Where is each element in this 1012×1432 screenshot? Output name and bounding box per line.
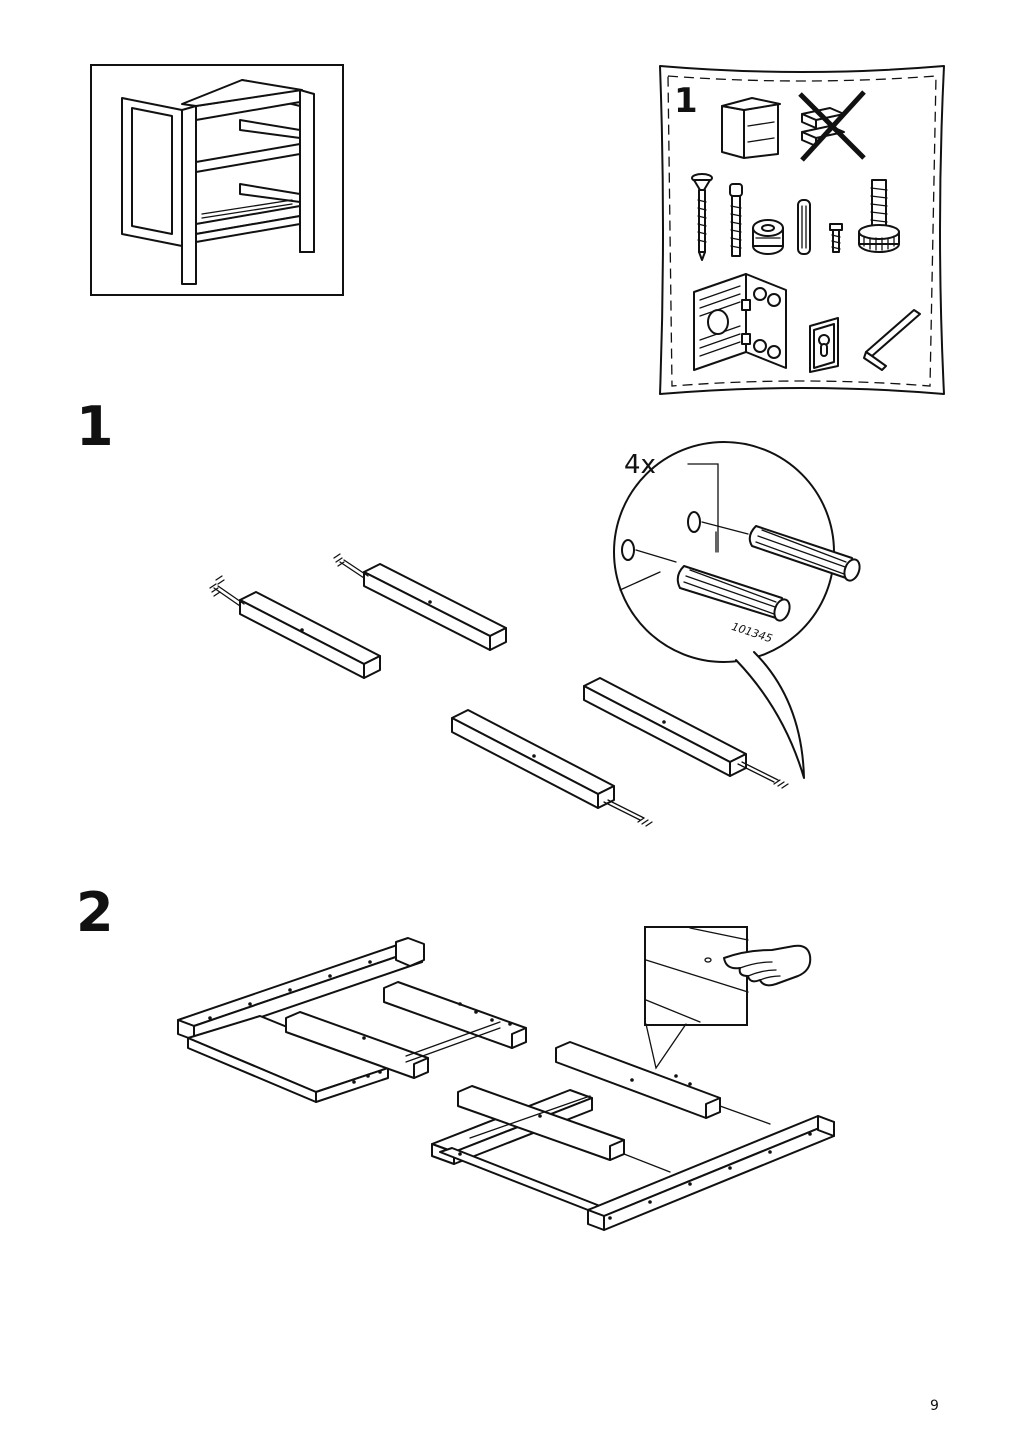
screw-icon <box>691 173 713 261</box>
inset-pointer <box>645 1023 687 1070</box>
inset-detail <box>644 926 749 1026</box>
wall-bracket-icon <box>809 317 839 373</box>
dowel-icon <box>797 199 811 255</box>
quantity-label: 4x <box>624 450 656 480</box>
cabinet-frame-icon <box>721 97 781 159</box>
rail-lower-left <box>451 709 653 827</box>
step-2-assembly-illustration <box>177 937 835 1231</box>
parts-card: 1 <box>652 60 952 400</box>
rail-upper-middle <box>333 553 507 651</box>
rail-lower-right <box>583 677 789 789</box>
overview-box <box>90 64 344 296</box>
adjustable-foot-icon <box>858 179 900 253</box>
dowel-detail-upper <box>748 525 861 582</box>
cabinet-frame-illustration <box>121 79 315 285</box>
cam-bolt-icon <box>729 183 743 257</box>
hinge-plate-icon <box>693 273 787 371</box>
step-2-number: 2 <box>76 881 114 944</box>
step-1-number: 1 <box>76 395 114 458</box>
allen-key-icon <box>863 309 921 371</box>
page-number: 9 <box>930 1398 939 1414</box>
parts-card-step-label: 1 <box>674 81 698 121</box>
inset-board-illustration <box>645 927 749 1023</box>
right-side-frame <box>431 1041 835 1231</box>
dowel-detail-lower <box>676 565 791 622</box>
no-drawers-icon <box>798 90 866 162</box>
left-side-frame <box>177 937 527 1103</box>
cam-lock-icon <box>752 219 784 255</box>
dowel-detail-callout <box>613 441 861 779</box>
rail-upper-left <box>209 575 381 679</box>
small-screw-icon <box>829 223 843 253</box>
step-1-rails-illustration <box>209 553 789 827</box>
hand-press-icon <box>723 944 812 987</box>
